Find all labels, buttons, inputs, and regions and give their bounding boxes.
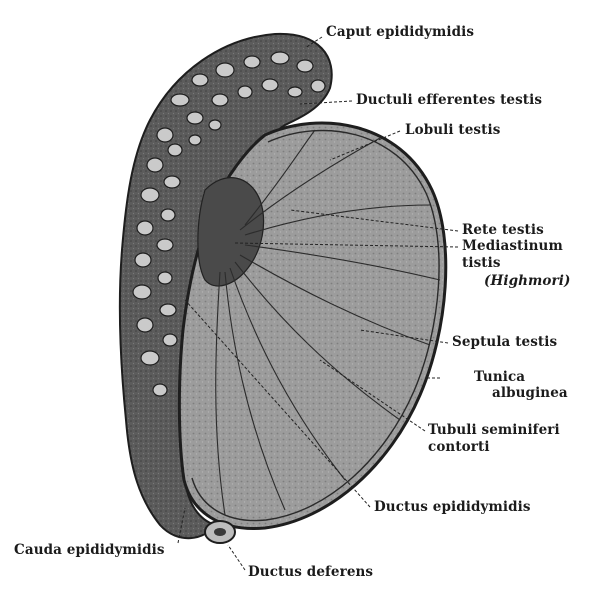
leader-lines	[177, 36, 459, 571]
label-septula-testis: Septula testis	[452, 334, 558, 350]
label-ductus-deferens: Ductus deferens	[248, 564, 374, 580]
label-ductus-epididymidis: Ductus epididymidis	[374, 499, 531, 515]
epididymis-tubules	[132, 51, 326, 397]
label-caput-epididymidis: Caput epididymidis	[326, 24, 475, 40]
label-rete-testis: Rete testis	[462, 222, 544, 238]
tunica-albuginea	[191, 129, 440, 522]
label-contorti: contorti	[428, 439, 490, 455]
label-lobuli-testis: Lobuli testis	[405, 122, 501, 138]
label-cauda-epididymidis: Cauda epididymidis	[14, 542, 165, 558]
label-mediastinum-1: Mediastinum	[462, 238, 563, 254]
label-mediastinum-3: (Highmori)	[484, 273, 571, 289]
label-tubuli-seminiferi: Tubuli seminiferi	[428, 422, 560, 438]
septula	[215, 129, 441, 516]
label-albuginea: albuginea	[492, 385, 568, 401]
label-tunica: Tunica	[474, 369, 526, 385]
label-mediastinum-2: tistis	[462, 255, 501, 271]
label-ductuli-efferentes: Ductuli efferentes testis	[356, 92, 543, 108]
ductus-deferens-stump	[204, 520, 236, 544]
